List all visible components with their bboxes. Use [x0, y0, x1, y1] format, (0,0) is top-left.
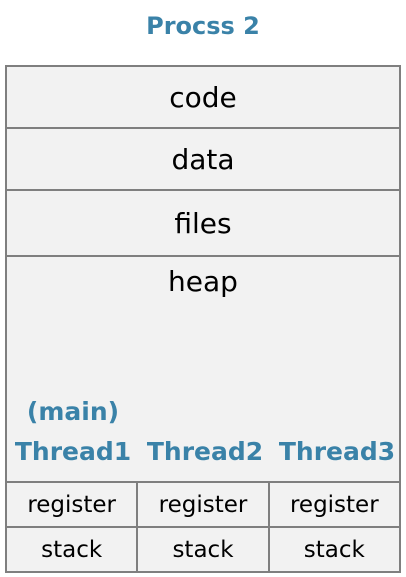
diagram-title: Procss 2	[146, 12, 260, 40]
register-row: register register register	[7, 481, 399, 526]
code-segment: code	[7, 67, 399, 129]
thread2-register: register	[138, 483, 270, 526]
thread2-label: Thread2	[146, 437, 264, 466]
thread1-label: Thread1	[14, 437, 132, 466]
process-memory-diagram: code data files heap (main) Thread1 Thre…	[5, 65, 401, 573]
thread3-stack: stack	[303, 536, 365, 563]
files-segment: files	[7, 191, 399, 257]
thread2-stack: stack	[138, 528, 270, 571]
thread3-label: Thread3	[278, 437, 396, 466]
heap-segment: heap (main) Thread1 Thread2 Thread3	[7, 257, 399, 481]
data-segment: data	[7, 129, 399, 191]
thread1-main-note: (main)	[26, 397, 120, 426]
thread1-register: register	[7, 483, 139, 526]
thread3-register: register	[289, 491, 379, 518]
thread1-stack: stack	[7, 528, 139, 571]
heap-label: heap	[168, 265, 238, 298]
stack-row: stack stack stack	[7, 526, 399, 571]
